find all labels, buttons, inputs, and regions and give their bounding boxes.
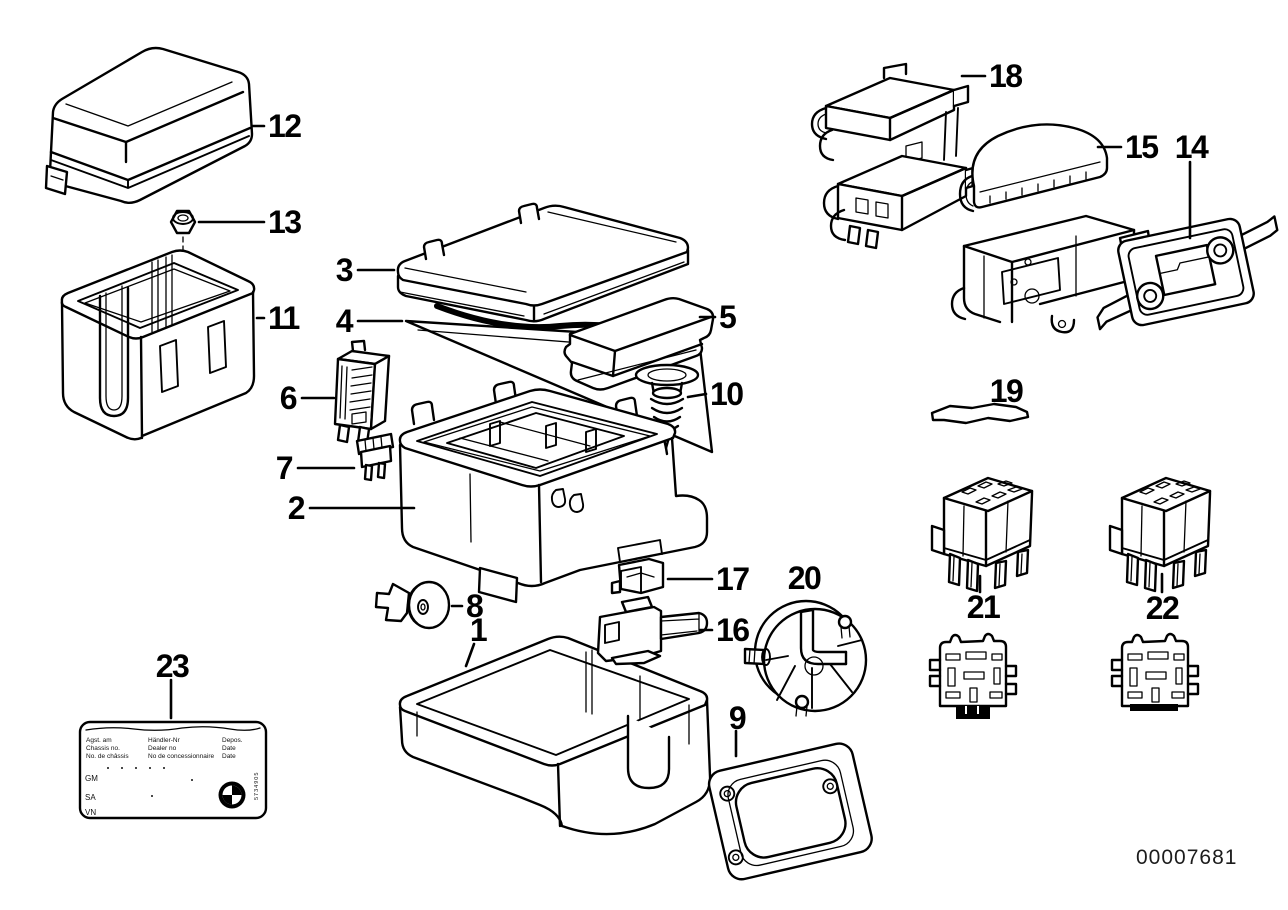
part-11-housing-drawing [60, 249, 256, 441]
callout-12[interactable]: 12 [268, 108, 303, 144]
part-12-cover-drawing [44, 46, 254, 204]
sticker-dotted-row [107, 767, 193, 797]
part-8-grommet-drawing [374, 580, 451, 630]
part-1-lower-tray-drawing [398, 635, 712, 836]
sticker-row-label: GM [85, 774, 98, 783]
part-21-connector-socket-drawing [928, 476, 1034, 719]
sticker-field: Date [222, 753, 236, 760]
callout-6[interactable]: 6 [280, 380, 299, 416]
callout-7[interactable]: 7 [276, 450, 295, 486]
sticker-side-code: 5734905 [254, 772, 260, 800]
callout-19[interactable]: 19 [990, 373, 1025, 409]
sticker-row-label: VN [85, 808, 96, 817]
callout-21[interactable]: 21 [967, 589, 1002, 625]
callout-17[interactable]: 17 [716, 561, 751, 597]
sticker-field: Date [222, 745, 236, 752]
callout-15[interactable]: 15 [1125, 129, 1160, 165]
part-21-terminal-block [956, 706, 990, 719]
sticker-field: No. de châssis [86, 753, 129, 760]
bmw-roundel-icon [218, 781, 246, 809]
callout-18[interactable]: 18 [989, 58, 1024, 94]
callout-9[interactable]: 9 [729, 700, 748, 736]
part-6-relay-drawing [333, 339, 391, 445]
callout-3[interactable]: 3 [336, 252, 355, 288]
sticker-field: Händler-Nr [148, 737, 181, 744]
callout-22[interactable]: 22 [1146, 590, 1181, 626]
callout-5[interactable]: 5 [719, 299, 738, 335]
sticker-row-label: SA [85, 793, 96, 802]
leader-line-10 [686, 392, 708, 399]
part-2-fuse-box-drawing [398, 380, 709, 604]
callout-2[interactable]: 2 [288, 490, 307, 526]
part-5-duct-drawing [563, 297, 715, 391]
part-13-nut-drawing [169, 209, 197, 258]
callout-8[interactable]: 8 [466, 588, 485, 624]
callout-23[interactable]: 23 [156, 648, 191, 684]
sticker-field: Chassis no. [86, 745, 120, 752]
sticker-field: Depos. [222, 737, 243, 744]
callout-13[interactable]: 13 [268, 204, 303, 240]
callouts-layer: 12 13 11 3 4 6 7 2 5 10 8 1 17 16 20 9 1… [156, 58, 1211, 758]
leader-line-1 [464, 642, 476, 668]
part-20-cable-holder-drawing [743, 599, 868, 717]
callout-20[interactable]: 20 [788, 560, 823, 596]
part-23-info-sticker: Agst. am Chassis no. No. de châssis Händ… [78, 720, 268, 820]
document-number: 00007681 [1136, 846, 1237, 869]
part-9-gasket-plate-drawing [707, 742, 873, 881]
part-16-connector-drawing [596, 595, 709, 666]
callout-1[interactable]: 1 [470, 612, 489, 648]
sticker-field: No de concessionnaire [148, 753, 215, 760]
callout-10[interactable]: 10 [710, 376, 745, 412]
part-3-lid-drawing [396, 202, 690, 323]
sticker-field: Agst. am [86, 737, 112, 744]
part-7-fuse-drawing [355, 432, 395, 482]
callout-16[interactable]: 16 [716, 612, 751, 648]
callout-14[interactable]: 14 [1175, 129, 1211, 165]
part-17-clip-drawing [610, 557, 665, 595]
part-19-retaining-strip-drawing [930, 402, 1030, 425]
part-22-connector-socket-drawing [1108, 476, 1212, 711]
callout-11[interactable]: 11 [268, 300, 301, 336]
part-14-mounting-plate-drawing [1096, 215, 1279, 331]
part-22-terminal-block [1130, 704, 1178, 711]
part-21-terminal-slits [965, 706, 979, 714]
sticker-field: Dealer no [148, 745, 177, 752]
part-18-bracket-assembly-drawing [810, 62, 982, 250]
callout-4[interactable]: 4 [336, 303, 356, 339]
